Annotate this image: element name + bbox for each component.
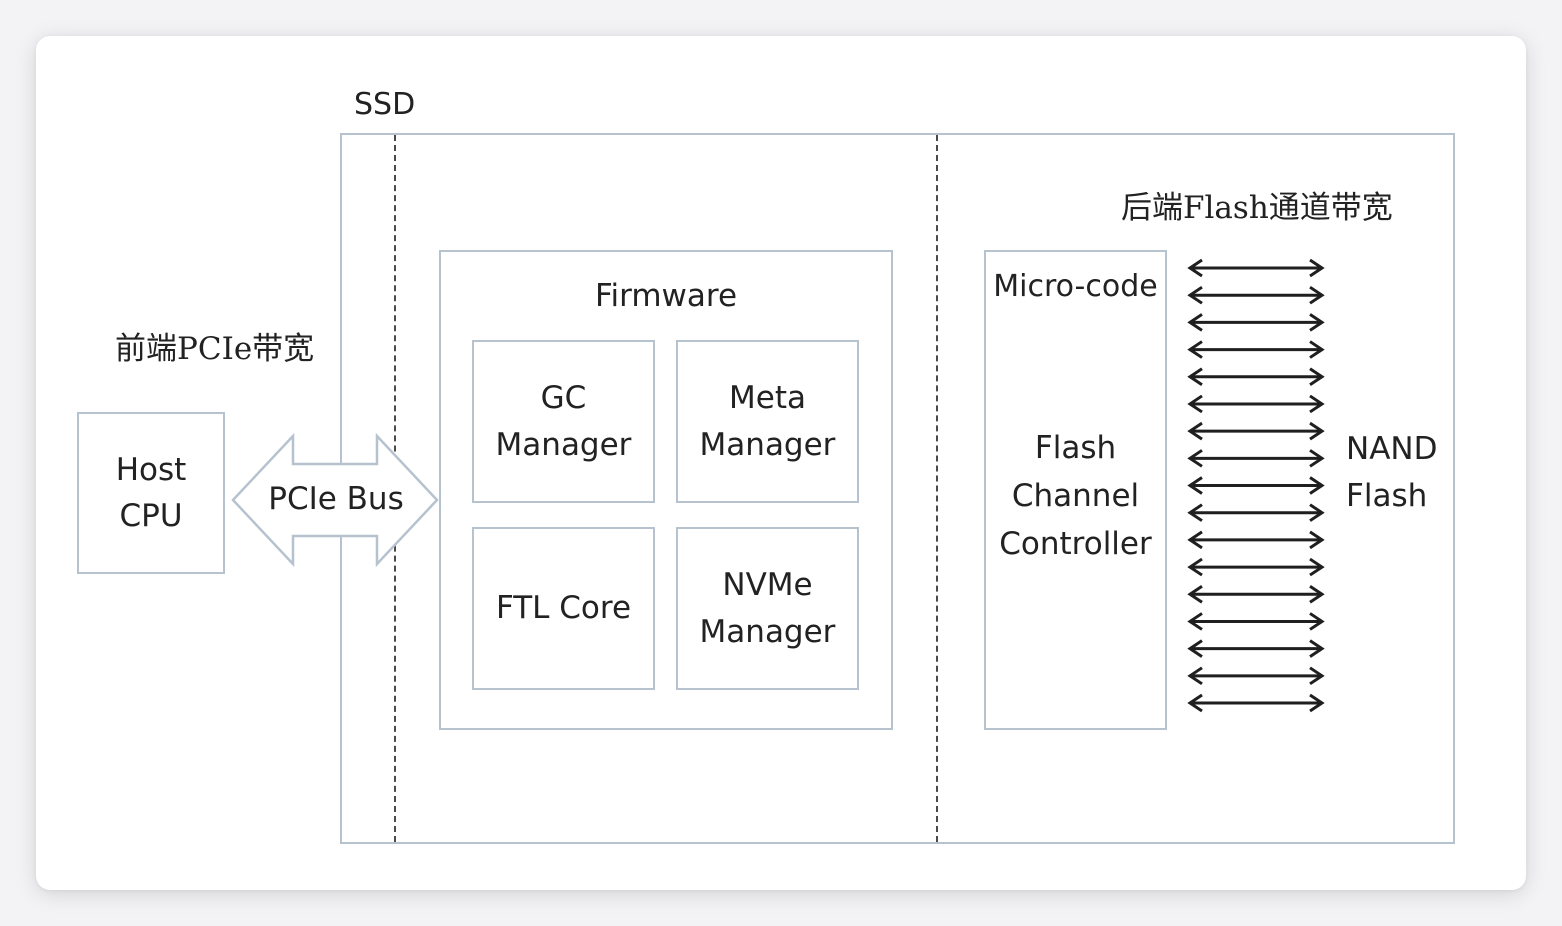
flash-channel-arrow <box>1187 367 1325 386</box>
flash-channel-arrow <box>1187 340 1325 359</box>
firmware-label: Firmware <box>594 278 738 314</box>
flash-channel-arrow <box>1187 557 1325 577</box>
gc-manager-box: GC Manager <box>472 340 655 503</box>
flash-channel-controller-label: Flash Channel Controller <box>999 430 1152 563</box>
flash-channel-arrow <box>1187 585 1325 604</box>
flash-channel-arrow <box>1187 503 1325 522</box>
host-cpu-label: Host CPU <box>115 451 187 535</box>
micro-code-label: Micro-code <box>993 269 1158 304</box>
flash-boundary-dashed-line <box>936 135 938 842</box>
nvme-manager-box: NVMe Manager <box>676 527 859 690</box>
front-bandwidth-label: 前端PCIe带宽 <box>115 331 315 367</box>
ftl-core-box: FTL Core <box>472 527 655 690</box>
flash-controller-box <box>984 250 1167 730</box>
ssd-label: SSD <box>354 87 416 122</box>
meta-manager-box: Meta Manager <box>676 340 859 503</box>
flash-channel-arrow <box>1187 313 1325 332</box>
pcie-bus-label: PCIe Bus <box>268 481 404 517</box>
host-cpu-box: Host CPU <box>77 412 225 574</box>
flash-channel-arrow <box>1187 530 1325 550</box>
flash-channel-arrow <box>1187 476 1325 495</box>
firmware-box <box>439 250 893 730</box>
flash-channel-arrow <box>1187 693 1325 713</box>
ftl-core-label: FTL Core <box>495 590 632 627</box>
flash-channel-arrow <box>1187 285 1325 305</box>
nvme-manager-label: NVMe Manager <box>699 567 836 650</box>
flash-channel-arrow <box>1187 449 1325 468</box>
flash-channel-arrow <box>1187 666 1325 686</box>
gc-manager-label: GC Manager <box>495 380 632 463</box>
nand-flash-label: NAND Flash <box>1346 431 1438 514</box>
pcie-bus-arrow-shape <box>231 432 439 568</box>
flash-channel-arrow <box>1187 421 1325 441</box>
flash-channel-arrow <box>1187 258 1325 278</box>
back-bandwidth-label: 后端Flash通道带宽 <box>1121 190 1393 226</box>
flash-channel-arrow <box>1187 394 1325 414</box>
flash-channel-arrow <box>1187 612 1325 631</box>
flash-channel-arrow <box>1187 639 1325 658</box>
meta-manager-label: Meta Manager <box>699 380 836 463</box>
